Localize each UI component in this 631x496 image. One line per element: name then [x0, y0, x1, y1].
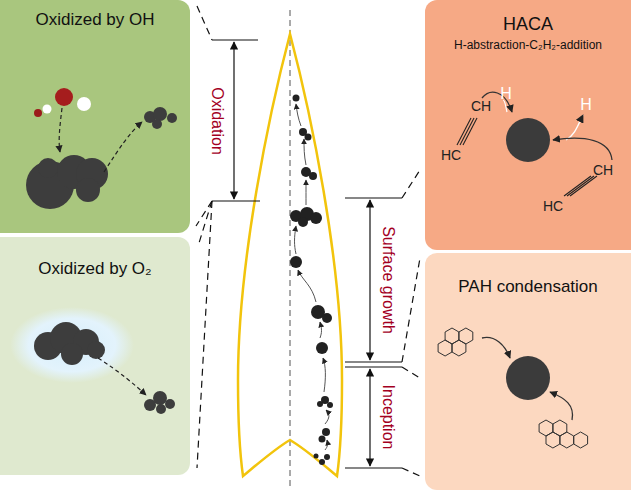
atom-label: H — [580, 96, 592, 114]
panel-title: Oxidized by OH — [0, 10, 190, 30]
atom-label-holder: HC — [441, 146, 461, 164]
stage-label-holder: Oxidation — [208, 87, 226, 155]
atom-label: HC — [543, 198, 563, 214]
stage-label: Surface growth — [379, 226, 397, 334]
atom-label: CH — [593, 162, 613, 178]
stage-label: Inception — [379, 385, 397, 450]
atom-label-holder: CH — [593, 161, 613, 179]
stage-label: Oxidation — [208, 87, 226, 155]
atom-label-holder: H — [580, 96, 592, 114]
atom-label-holder: H — [500, 85, 512, 103]
panel-title: PAH condensation — [425, 277, 631, 297]
atom-label: H — [500, 85, 512, 103]
panel-subtitle: H-abstraction-C₂H₂-addition — [425, 38, 631, 52]
atom-label: HC — [441, 147, 461, 163]
atom-label-holder: CH — [471, 97, 491, 115]
panel-title: HACA — [425, 14, 631, 35]
stage-label-holder: Inception — [379, 385, 397, 450]
atom-label-holder: HC — [543, 197, 563, 215]
panel-title: Oxidized by O₂ — [0, 259, 190, 279]
atom-label: CH — [471, 98, 491, 114]
stage-label-holder: Surface growth — [379, 226, 397, 334]
